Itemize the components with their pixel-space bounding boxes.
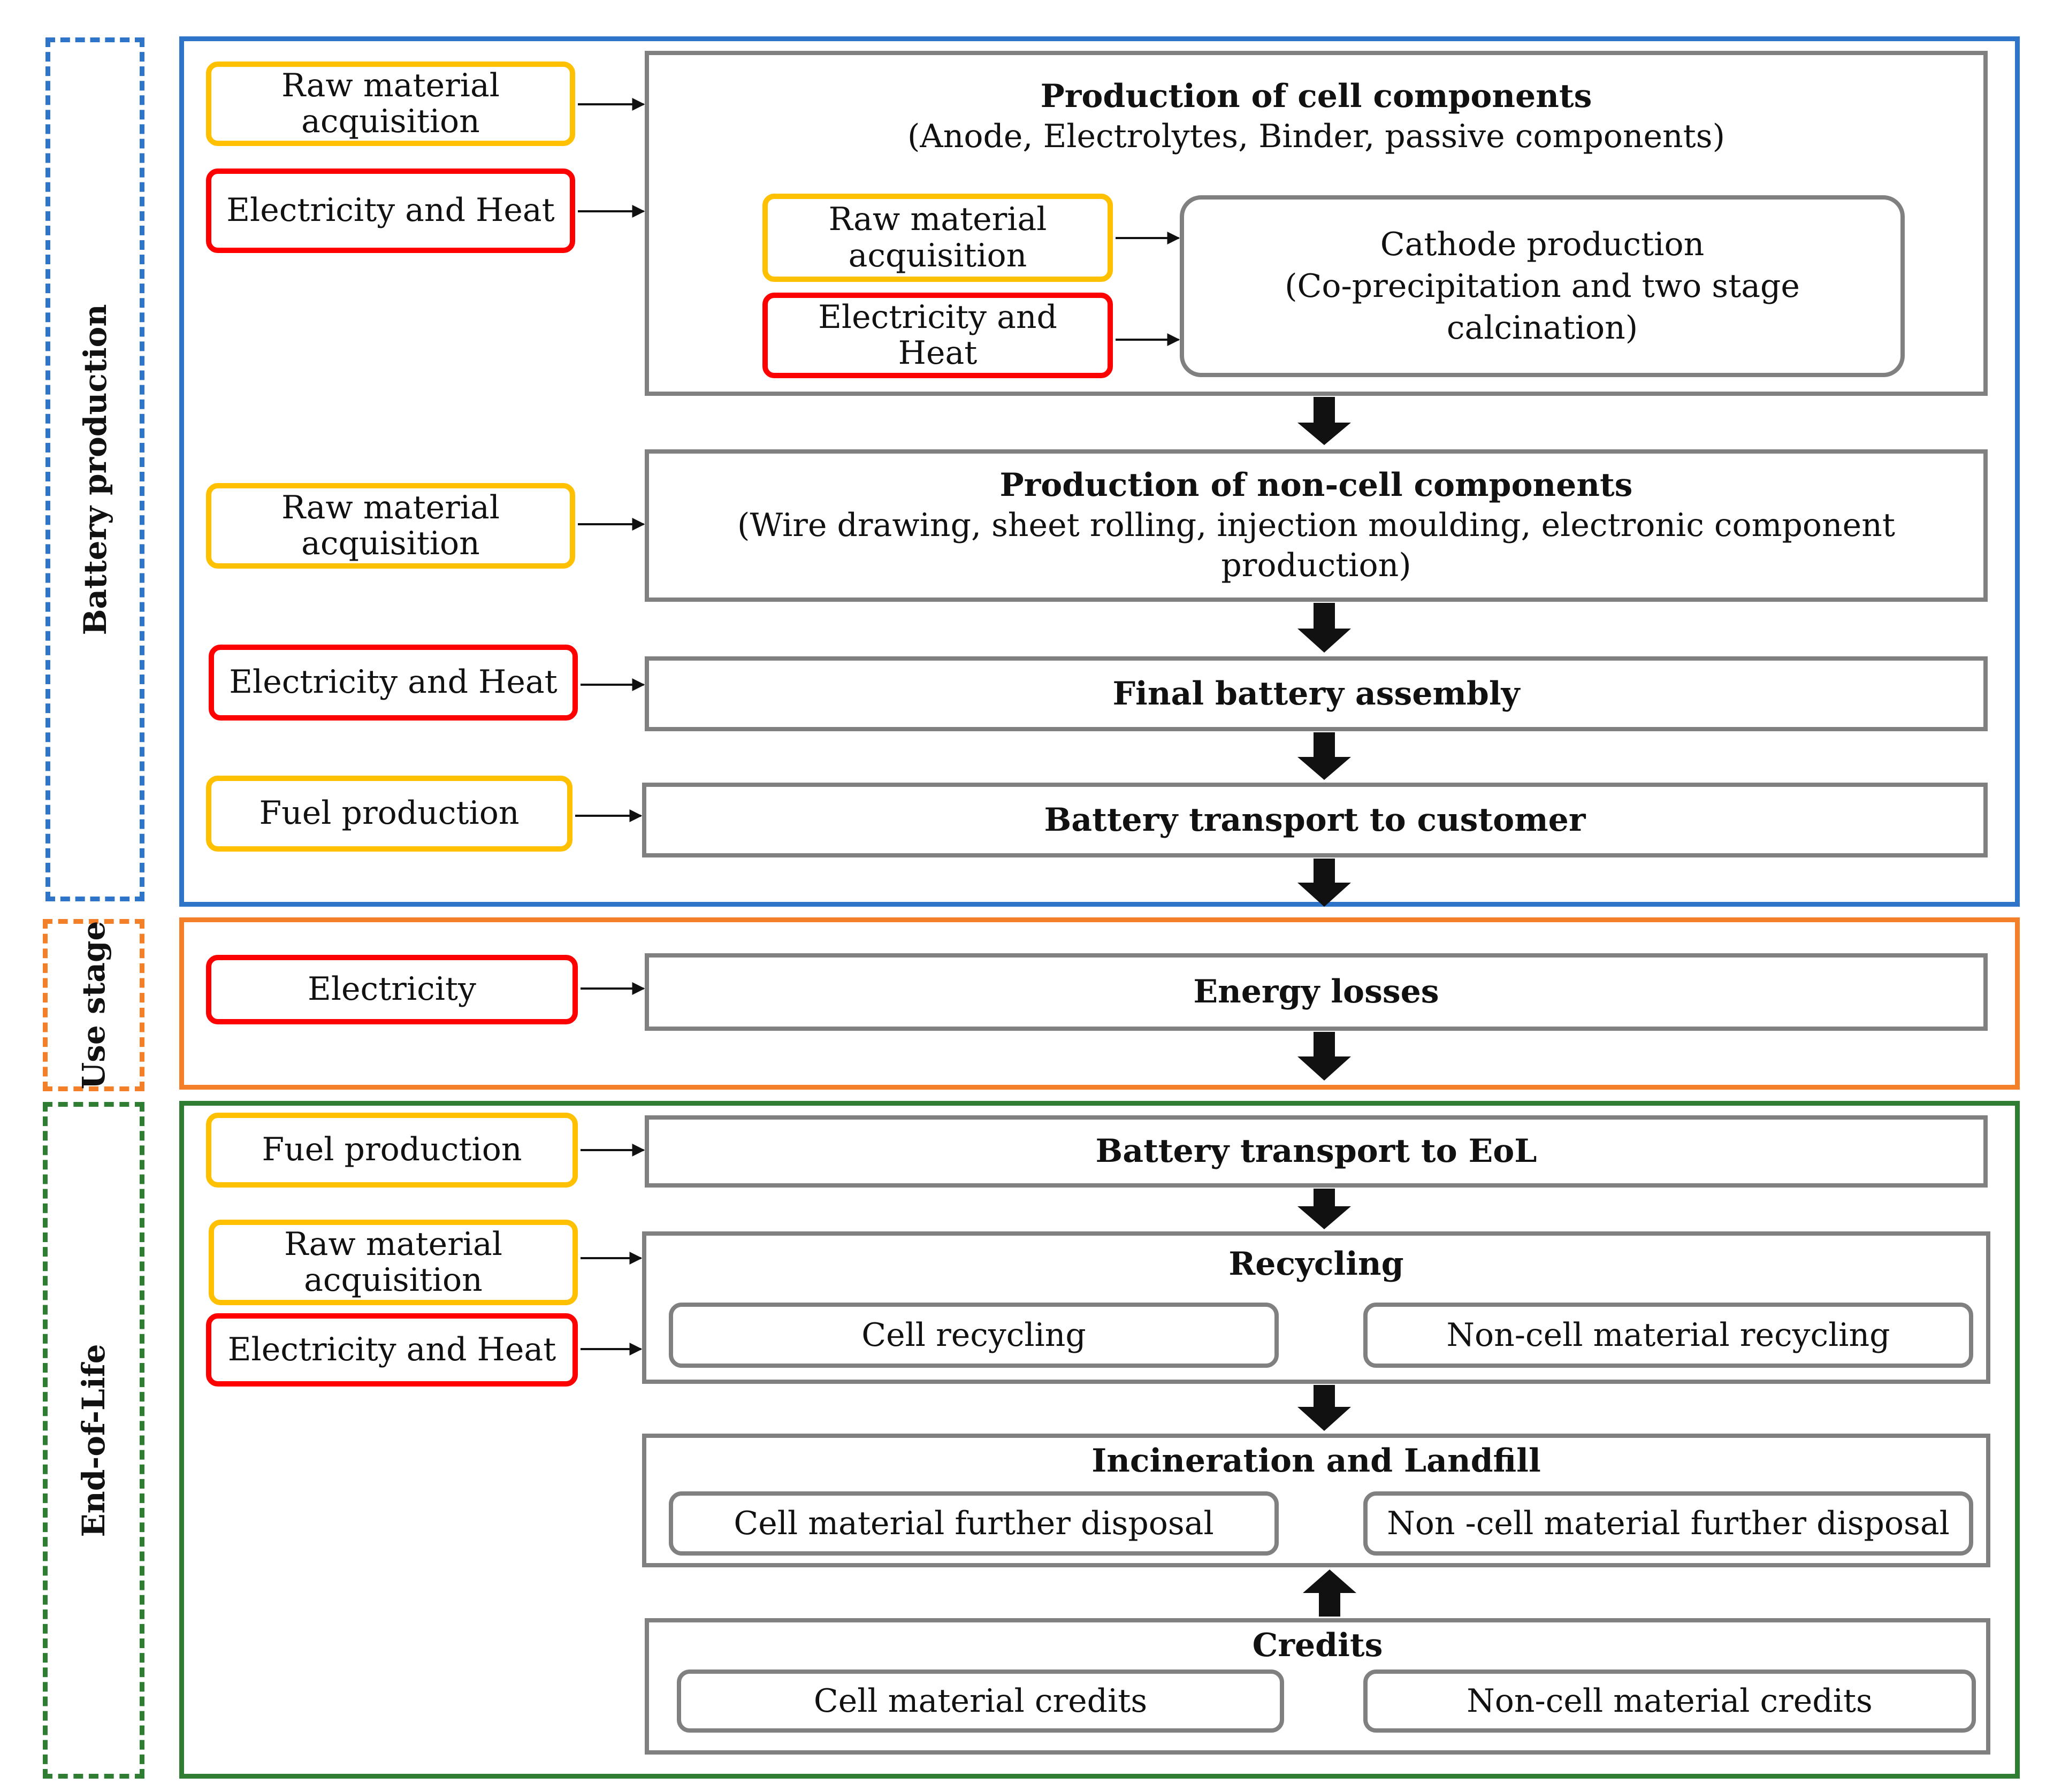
electricity-heat-input-3: Electricity and Heat xyxy=(206,1313,578,1387)
electricity-input: Electricity xyxy=(206,955,578,1024)
incineration-title: Incineration and Landfill xyxy=(1091,1442,1541,1480)
transport-eol-title: Battery transport to EoL xyxy=(1095,1132,1537,1170)
credits-box: Credits Cell material credits Non-cell m… xyxy=(645,1618,1990,1755)
non-cell-recycling-box: Non-cell material recycling xyxy=(1363,1303,1973,1368)
final-assembly-title: Final battery assembly xyxy=(1112,675,1520,713)
cathode-detail: (Co-precipitation and two stage calcinat… xyxy=(1285,267,1800,347)
cell-recycling-box: Cell recycling xyxy=(669,1303,1279,1368)
transport-customer-title: Battery transport to customer xyxy=(1044,801,1586,839)
credits-title: Credits xyxy=(1252,1627,1383,1664)
cell-components-title: Production of cell components xyxy=(1040,78,1592,115)
incineration-landfill-box: Incineration and Landfill Cell material … xyxy=(642,1434,1990,1567)
use-stage xyxy=(179,917,2020,1090)
cell-components-detail: (Anode, Electrolytes, Binder, passive co… xyxy=(907,118,1725,155)
end-of-life-label: End-of-Life xyxy=(75,1343,112,1537)
fuel-production-input-1: Fuel production xyxy=(206,776,572,852)
raw-material-input-cathode: Raw material acquisition xyxy=(762,194,1113,282)
energy-losses-box: Energy losses xyxy=(645,953,1988,1031)
battery-transport-eol-box: Battery transport to EoL xyxy=(645,1115,1988,1188)
battery-production-side-box: Battery production xyxy=(45,37,144,901)
non-cell-components-detail: (Wire drawing, sheet rolling, injection … xyxy=(737,507,1895,584)
raw-material-input-3: Raw material acquisition xyxy=(209,1220,578,1305)
fuel-production-input-2: Fuel production xyxy=(206,1113,578,1188)
battery-production-stage xyxy=(179,36,2020,907)
use-stage-side-box: Use stage xyxy=(43,919,144,1091)
non-cell-components-title: Production of non-cell components xyxy=(999,466,1633,504)
non-cell-credits-box: Non-cell material credits xyxy=(1363,1670,1976,1733)
final-battery-assembly-box: Final battery assembly xyxy=(645,656,1988,731)
production-of-non-cell-components-box: Production of non-cell components (Wire … xyxy=(645,449,1988,602)
use-stage-label: Use stage xyxy=(75,921,112,1090)
electricity-heat-input-1: Electricity and Heat xyxy=(206,169,575,253)
electricity-heat-input-cathode: Electricity and Heat xyxy=(762,293,1113,378)
non-cell-disposal-box: Non -cell material further disposal xyxy=(1363,1491,1973,1556)
battery-production-label: Battery production xyxy=(77,303,113,635)
raw-material-input-1: Raw material acquisition xyxy=(206,62,575,146)
cathode-title: Cathode production xyxy=(1380,226,1705,263)
energy-losses-title: Energy losses xyxy=(1193,973,1439,1010)
raw-material-input-2: Raw material acquisition xyxy=(206,483,575,569)
battery-transport-customer-box: Battery transport to customer xyxy=(642,783,1988,857)
cathode-production-box: Cathode production (Co-precipitation and… xyxy=(1180,195,1905,377)
end-of-life-side-box: End-of-Life xyxy=(43,1102,144,1779)
electricity-heat-input-2: Electricity and Heat xyxy=(209,645,578,721)
end-of-life-stage xyxy=(179,1101,2020,1779)
recycling-box: Recycling Cell recycling Non-cell materi… xyxy=(642,1231,1990,1384)
cell-credits-box: Cell material credits xyxy=(677,1670,1284,1733)
cell-disposal-box: Cell material further disposal xyxy=(669,1491,1279,1556)
recycling-title: Recycling xyxy=(1228,1245,1404,1283)
